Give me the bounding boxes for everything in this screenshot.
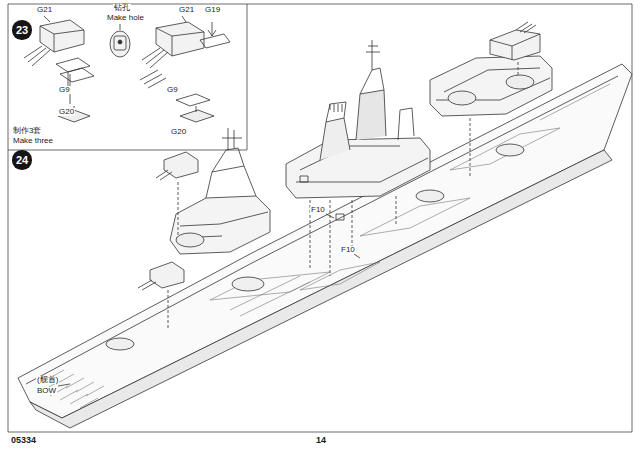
turret-sketch [24, 16, 94, 122]
part-number: F10 [310, 206, 326, 214]
leader-line [58, 384, 70, 386]
page-number: 14 [315, 436, 327, 445]
aft-superstructure [430, 22, 552, 176]
part-number: F10 [340, 246, 356, 254]
part-number: G20 [58, 108, 75, 116]
note: 钻孔 [113, 4, 131, 12]
note: Make hole [106, 14, 145, 22]
note: Make three [12, 137, 54, 145]
step-number-text: 24 [16, 154, 28, 166]
bridge-superstructure [286, 40, 430, 276]
part-number: G9 [58, 86, 71, 94]
part-number: G21 [36, 6, 53, 14]
direction-label: BOW [36, 387, 57, 395]
page-frame [8, 4, 632, 432]
part-number: G20 [170, 128, 187, 136]
note: 制作3套 [12, 127, 42, 135]
step-number: 24 [12, 150, 31, 169]
panel-border [8, 4, 247, 150]
leader-line [326, 214, 360, 258]
step-number-text: 23 [16, 24, 28, 36]
part-number: G19 [204, 6, 221, 14]
step-number: 23 [12, 20, 31, 39]
ship-hull [18, 64, 632, 428]
hole-sketch [110, 24, 130, 57]
part-number: G21 [178, 6, 195, 14]
forward-superstructure [138, 128, 270, 330]
turret-sketch [140, 16, 230, 122]
part-number: G9 [166, 86, 179, 94]
direction-label: (舰首) [36, 376, 59, 384]
page-code: 05334 [10, 436, 37, 445]
